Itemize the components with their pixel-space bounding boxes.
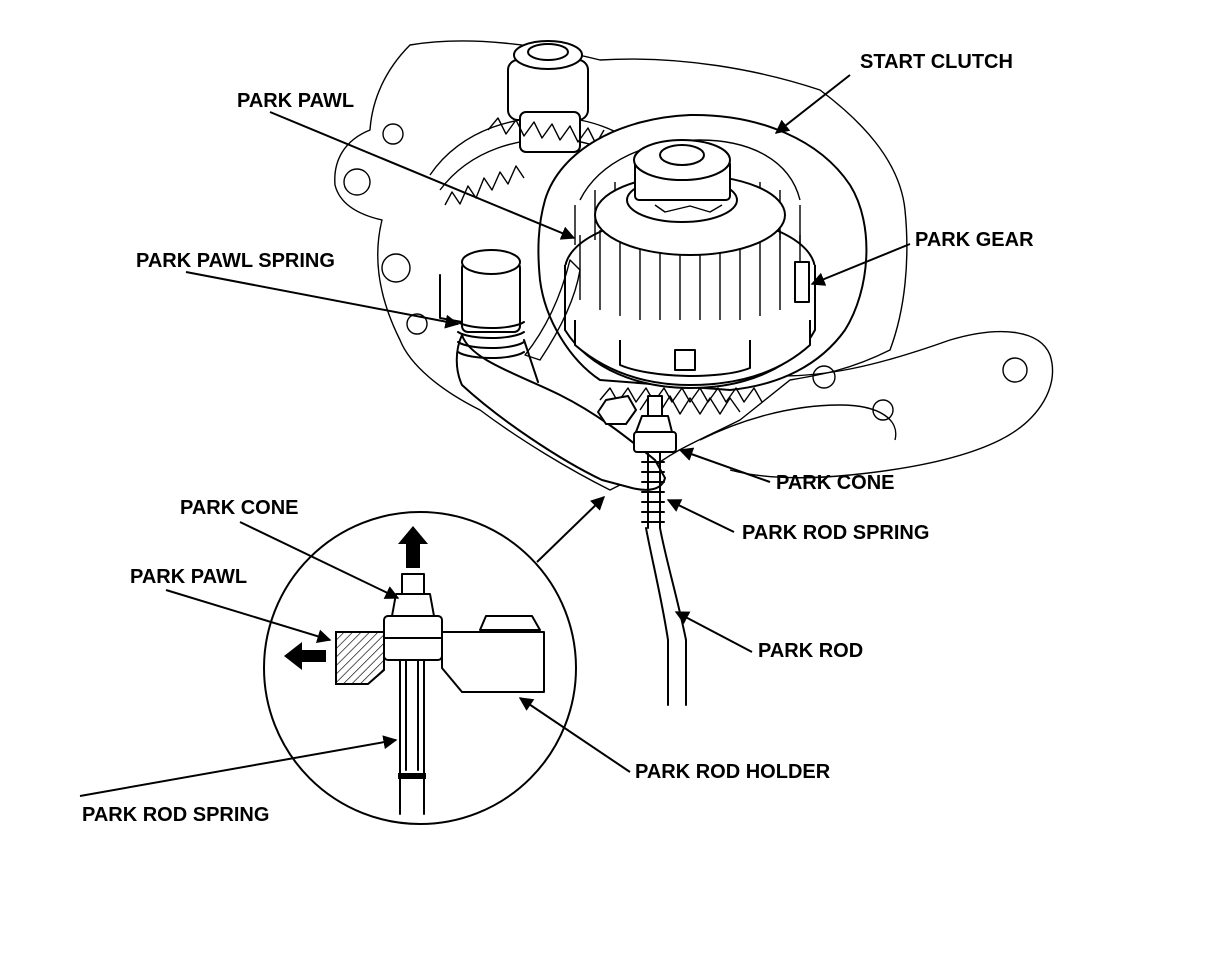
label-park-pawl: PARK PAWL (237, 90, 354, 112)
park-pawl-pivot-and-spring (439, 249, 666, 491)
label-start-clutch: START CLUTCH (860, 51, 1013, 73)
left-arrow-icon (284, 642, 326, 670)
callout-labels: START CLUTCH PARK PAWL PARK GEAR PARK PA… (82, 51, 1034, 826)
label-park-cone: PARK CONE (776, 472, 895, 494)
label-detail-park-rod-holder: PARK ROD HOLDER (635, 761, 831, 783)
label-park-rod: PARK ROD (758, 640, 863, 662)
leader-lines (79, 74, 911, 797)
detail-inset (263, 496, 606, 825)
magnify-arrow (536, 496, 606, 563)
up-arrow-icon (398, 526, 428, 568)
label-detail-park-cone: PARK CONE (180, 497, 299, 519)
label-detail-park-pawl: PARK PAWL (130, 566, 247, 588)
label-park-rod-spring: PARK ROD SPRING (742, 522, 929, 544)
label-detail-park-rod-spring: PARK ROD SPRING (82, 804, 269, 826)
park-cone-main (633, 395, 687, 706)
start-clutch-assembly (537, 113, 868, 415)
label-park-pawl-spring: PARK PAWL SPRING (136, 250, 335, 272)
label-park-gear: PARK GEAR (915, 229, 1034, 251)
upper-gear (429, 40, 661, 206)
